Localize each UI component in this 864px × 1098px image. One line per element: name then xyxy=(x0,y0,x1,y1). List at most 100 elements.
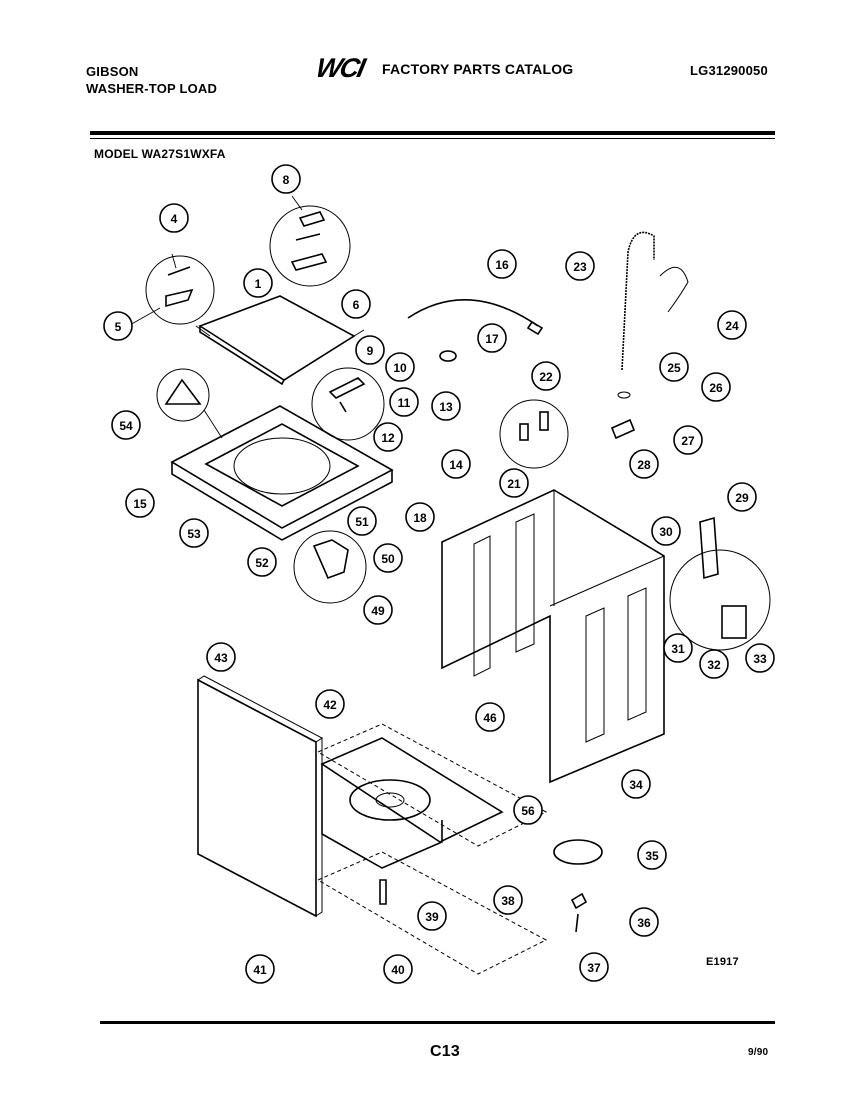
callout-label: 12 xyxy=(381,431,395,445)
callout-circle xyxy=(271,164,301,194)
callout-28: 28 xyxy=(629,449,659,479)
callout-1: 1 xyxy=(243,268,273,298)
callout-36: 36 xyxy=(629,907,659,937)
callout-circle xyxy=(637,840,667,870)
callout-circle xyxy=(579,952,609,982)
power-cord xyxy=(407,299,544,362)
wci-logo: WCI xyxy=(318,52,370,82)
callout-25: 25 xyxy=(659,352,689,382)
callout-circle xyxy=(179,518,209,548)
callout-circle xyxy=(745,643,775,673)
page-date: 9/90 xyxy=(748,1047,769,1058)
callout-label: 50 xyxy=(381,552,395,566)
callout-52: 52 xyxy=(247,547,277,577)
callout-circle xyxy=(499,468,529,498)
callout-54: 54 xyxy=(111,410,141,440)
callout-circle xyxy=(441,449,471,479)
callout-43: 43 xyxy=(206,642,236,672)
callout-42: 42 xyxy=(315,689,345,719)
callout-30: 30 xyxy=(651,516,681,546)
callout-circle xyxy=(159,203,189,233)
base-frame xyxy=(316,723,548,975)
lid-switch-detail xyxy=(311,367,385,441)
callout-31: 31 xyxy=(663,633,693,663)
callout-circle xyxy=(701,372,731,402)
callout-label: 15 xyxy=(133,497,147,511)
front-panel xyxy=(197,675,323,918)
callout-label: 38 xyxy=(501,894,515,908)
callout-label: 30 xyxy=(659,525,673,539)
callout-33: 33 xyxy=(745,643,775,673)
callout-circle xyxy=(727,482,757,512)
callout-13: 13 xyxy=(431,391,461,421)
callout-label: 21 xyxy=(507,477,521,491)
callout-circle xyxy=(355,335,385,365)
callout-label: 10 xyxy=(393,361,407,375)
callout-label: 33 xyxy=(753,652,767,666)
callout-label: 1 xyxy=(255,277,262,291)
callout-label: 13 xyxy=(439,400,453,414)
callout-label: 14 xyxy=(449,458,463,472)
callout-label: 24 xyxy=(725,319,739,333)
callout-35: 35 xyxy=(637,840,667,870)
callout-circle xyxy=(673,425,703,455)
callout-label: 27 xyxy=(681,434,695,448)
callout-circle xyxy=(373,543,403,573)
callout-label: 53 xyxy=(187,527,201,541)
callout-26: 26 xyxy=(701,372,731,402)
callout-circle xyxy=(373,422,403,452)
callout-8: 8 xyxy=(271,164,301,194)
belt-pulley xyxy=(553,839,603,933)
callout-circle xyxy=(531,361,561,391)
callout-32: 32 xyxy=(699,649,729,679)
catalog-number: LG31290050 xyxy=(690,63,768,78)
hinge-detail-right xyxy=(269,195,351,287)
callout-14: 14 xyxy=(441,449,471,479)
callout-40: 40 xyxy=(383,954,413,984)
callout-39: 39 xyxy=(417,901,447,931)
callout-17: 17 xyxy=(477,323,507,353)
callout-label: 17 xyxy=(485,332,499,346)
callout-29: 29 xyxy=(727,482,757,512)
callout-layer: 1456891011121314151617182122232425262728… xyxy=(103,164,775,984)
callout-11: 11 xyxy=(389,387,419,417)
callout-label: 46 xyxy=(483,711,497,725)
callout-9: 9 xyxy=(355,335,385,365)
callout-label: 29 xyxy=(735,491,749,505)
callout-label: 6 xyxy=(353,298,360,312)
callout-label: 31 xyxy=(671,642,685,656)
callout-4: 4 xyxy=(159,203,189,233)
callout-label: 52 xyxy=(255,556,269,570)
header-rule-thin xyxy=(90,138,775,139)
brand-block: GIBSON WASHER-TOP LOAD xyxy=(86,63,217,97)
callout-circle xyxy=(385,352,415,382)
callout-circle xyxy=(629,907,659,937)
callout-12: 12 xyxy=(373,422,403,452)
hinge-detail-left xyxy=(127,253,215,327)
callout-circle xyxy=(315,689,345,719)
callout-circle xyxy=(125,488,155,518)
callout-21: 21 xyxy=(499,468,529,498)
callout-18: 18 xyxy=(405,502,435,532)
callout-46: 46 xyxy=(475,702,505,732)
hinge-bracket-detail xyxy=(293,530,367,604)
callout-6: 6 xyxy=(341,289,371,319)
callout-circle xyxy=(659,352,689,382)
callout-circle xyxy=(663,633,693,663)
callout-circle xyxy=(243,268,273,298)
callout-circle xyxy=(383,954,413,984)
callout-38: 38 xyxy=(493,885,523,915)
callout-circle xyxy=(389,387,419,417)
callout-circle xyxy=(347,506,377,536)
callout-circle xyxy=(405,502,435,532)
callout-16: 16 xyxy=(487,249,517,279)
brand-name: GIBSON xyxy=(86,64,139,79)
page-number: C13 xyxy=(430,1043,460,1060)
callout-circle xyxy=(565,251,595,281)
callout-15: 15 xyxy=(125,488,155,518)
callout-circle xyxy=(651,516,681,546)
callout-label: 49 xyxy=(371,604,385,618)
header-rule-thick xyxy=(90,131,775,135)
callout-circle xyxy=(103,311,133,341)
callout-circle xyxy=(431,391,461,421)
